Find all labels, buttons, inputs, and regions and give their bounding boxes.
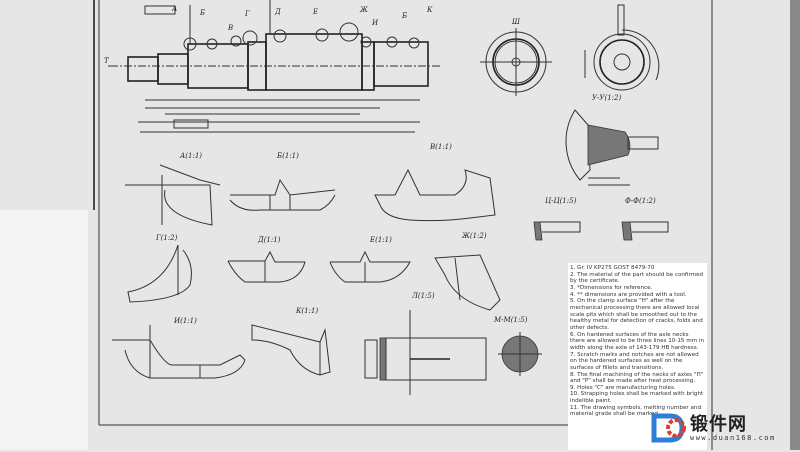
note-item: 4. ** dimensions are provided with a too… [570,291,687,298]
note-item: 2. The material of the part should be co… [570,271,704,285]
view-label-b: Б(1:1) [276,152,299,160]
view-label-a: А(1:1) [179,152,202,160]
svg-text:И: И [371,19,379,27]
view-label-e: Е(1:1) [369,236,392,244]
watermark-url: www.duan168.com [690,434,776,442]
note-item: 6. On hardened surfaces of the axle neck… [570,331,705,351]
svg-text:К: К [426,6,433,14]
svg-text:Ж: Ж [359,6,369,14]
note-item: 9. Holes "C" are manufacturing holes. [570,384,676,391]
technical-notes: 1. Gr. IV KP275 GOST 8479-70 2. The mate… [568,263,707,450]
detail-e [329,250,411,283]
logo-gear-icon [651,413,686,443]
view-label-v: В(1:1) [429,143,452,151]
note-item: 5. On the clamp surface "H" after the me… [570,298,703,331]
view-u-u-top-drawing [584,4,660,91]
svg-text:Б: Б [401,12,407,20]
detail-a [125,164,221,226]
watermark-logo: 锻件网 www.duan168.com [648,408,798,448]
view-label-zh: Ж(1:2) [461,232,487,240]
view-label-t: Т [104,57,110,65]
view-label-u-u: У-У(1:2) [592,94,621,102]
view-label-sh: Ш [511,18,521,26]
note-item: 7. Scratch marks and notches are not all… [570,351,699,371]
view-label-m-m: М-М(1:5) [493,316,528,324]
svg-text:В: В [227,24,233,32]
note-item: 11. The drawing symbols, melting number … [570,404,702,418]
svg-text:Д: Д [274,8,281,16]
view-label-i: И(1:1) [173,317,197,325]
detail-i [112,325,246,379]
detail-b [229,178,336,211]
note-item: 8. The final machining of the necks of a… [570,371,704,385]
view-label-g: Г(1:2) [155,234,178,242]
view-ts-ts-drawing [533,221,581,241]
view-label-k: К(1:1) [295,307,318,315]
svg-text:Е: Е [312,8,318,16]
note-item: 3. *Dimensions for reference. [570,284,653,291]
view-label-l: Л(1:5) [411,292,435,300]
view-label-f-f: Ф-Ф(1:2) [625,197,656,205]
note-item: 10. Strapping holes shall be marked with… [570,391,704,405]
margin-area [0,210,88,450]
view-sh-drawing [480,28,552,96]
detail-g [127,244,192,303]
shaft-main-view [108,0,440,133]
scan-edge [790,0,800,450]
callout-labels: А Б В Г Д Е Ж И Б К [171,5,433,32]
detail-k [251,324,331,376]
view-f-f-drawing [621,221,669,241]
svg-text:А: А [171,5,177,13]
view-u-u-section [565,109,659,186]
view-label-ts-ts: Ц-Ц(1:5) [545,197,577,205]
view-label-d: Д(1:1) [257,236,281,244]
detail-d [227,250,306,283]
watermark-name: 锻件网 [690,414,747,435]
section-m-m [498,332,542,376]
svg-text:Г: Г [244,10,250,18]
detail-l [364,310,487,395]
svg-text:Б: Б [199,9,205,17]
note-item: 1. Gr. IV KP275 GOST 8479-70 [570,265,655,271]
detail-v [374,168,496,222]
detail-zh [434,254,501,311]
